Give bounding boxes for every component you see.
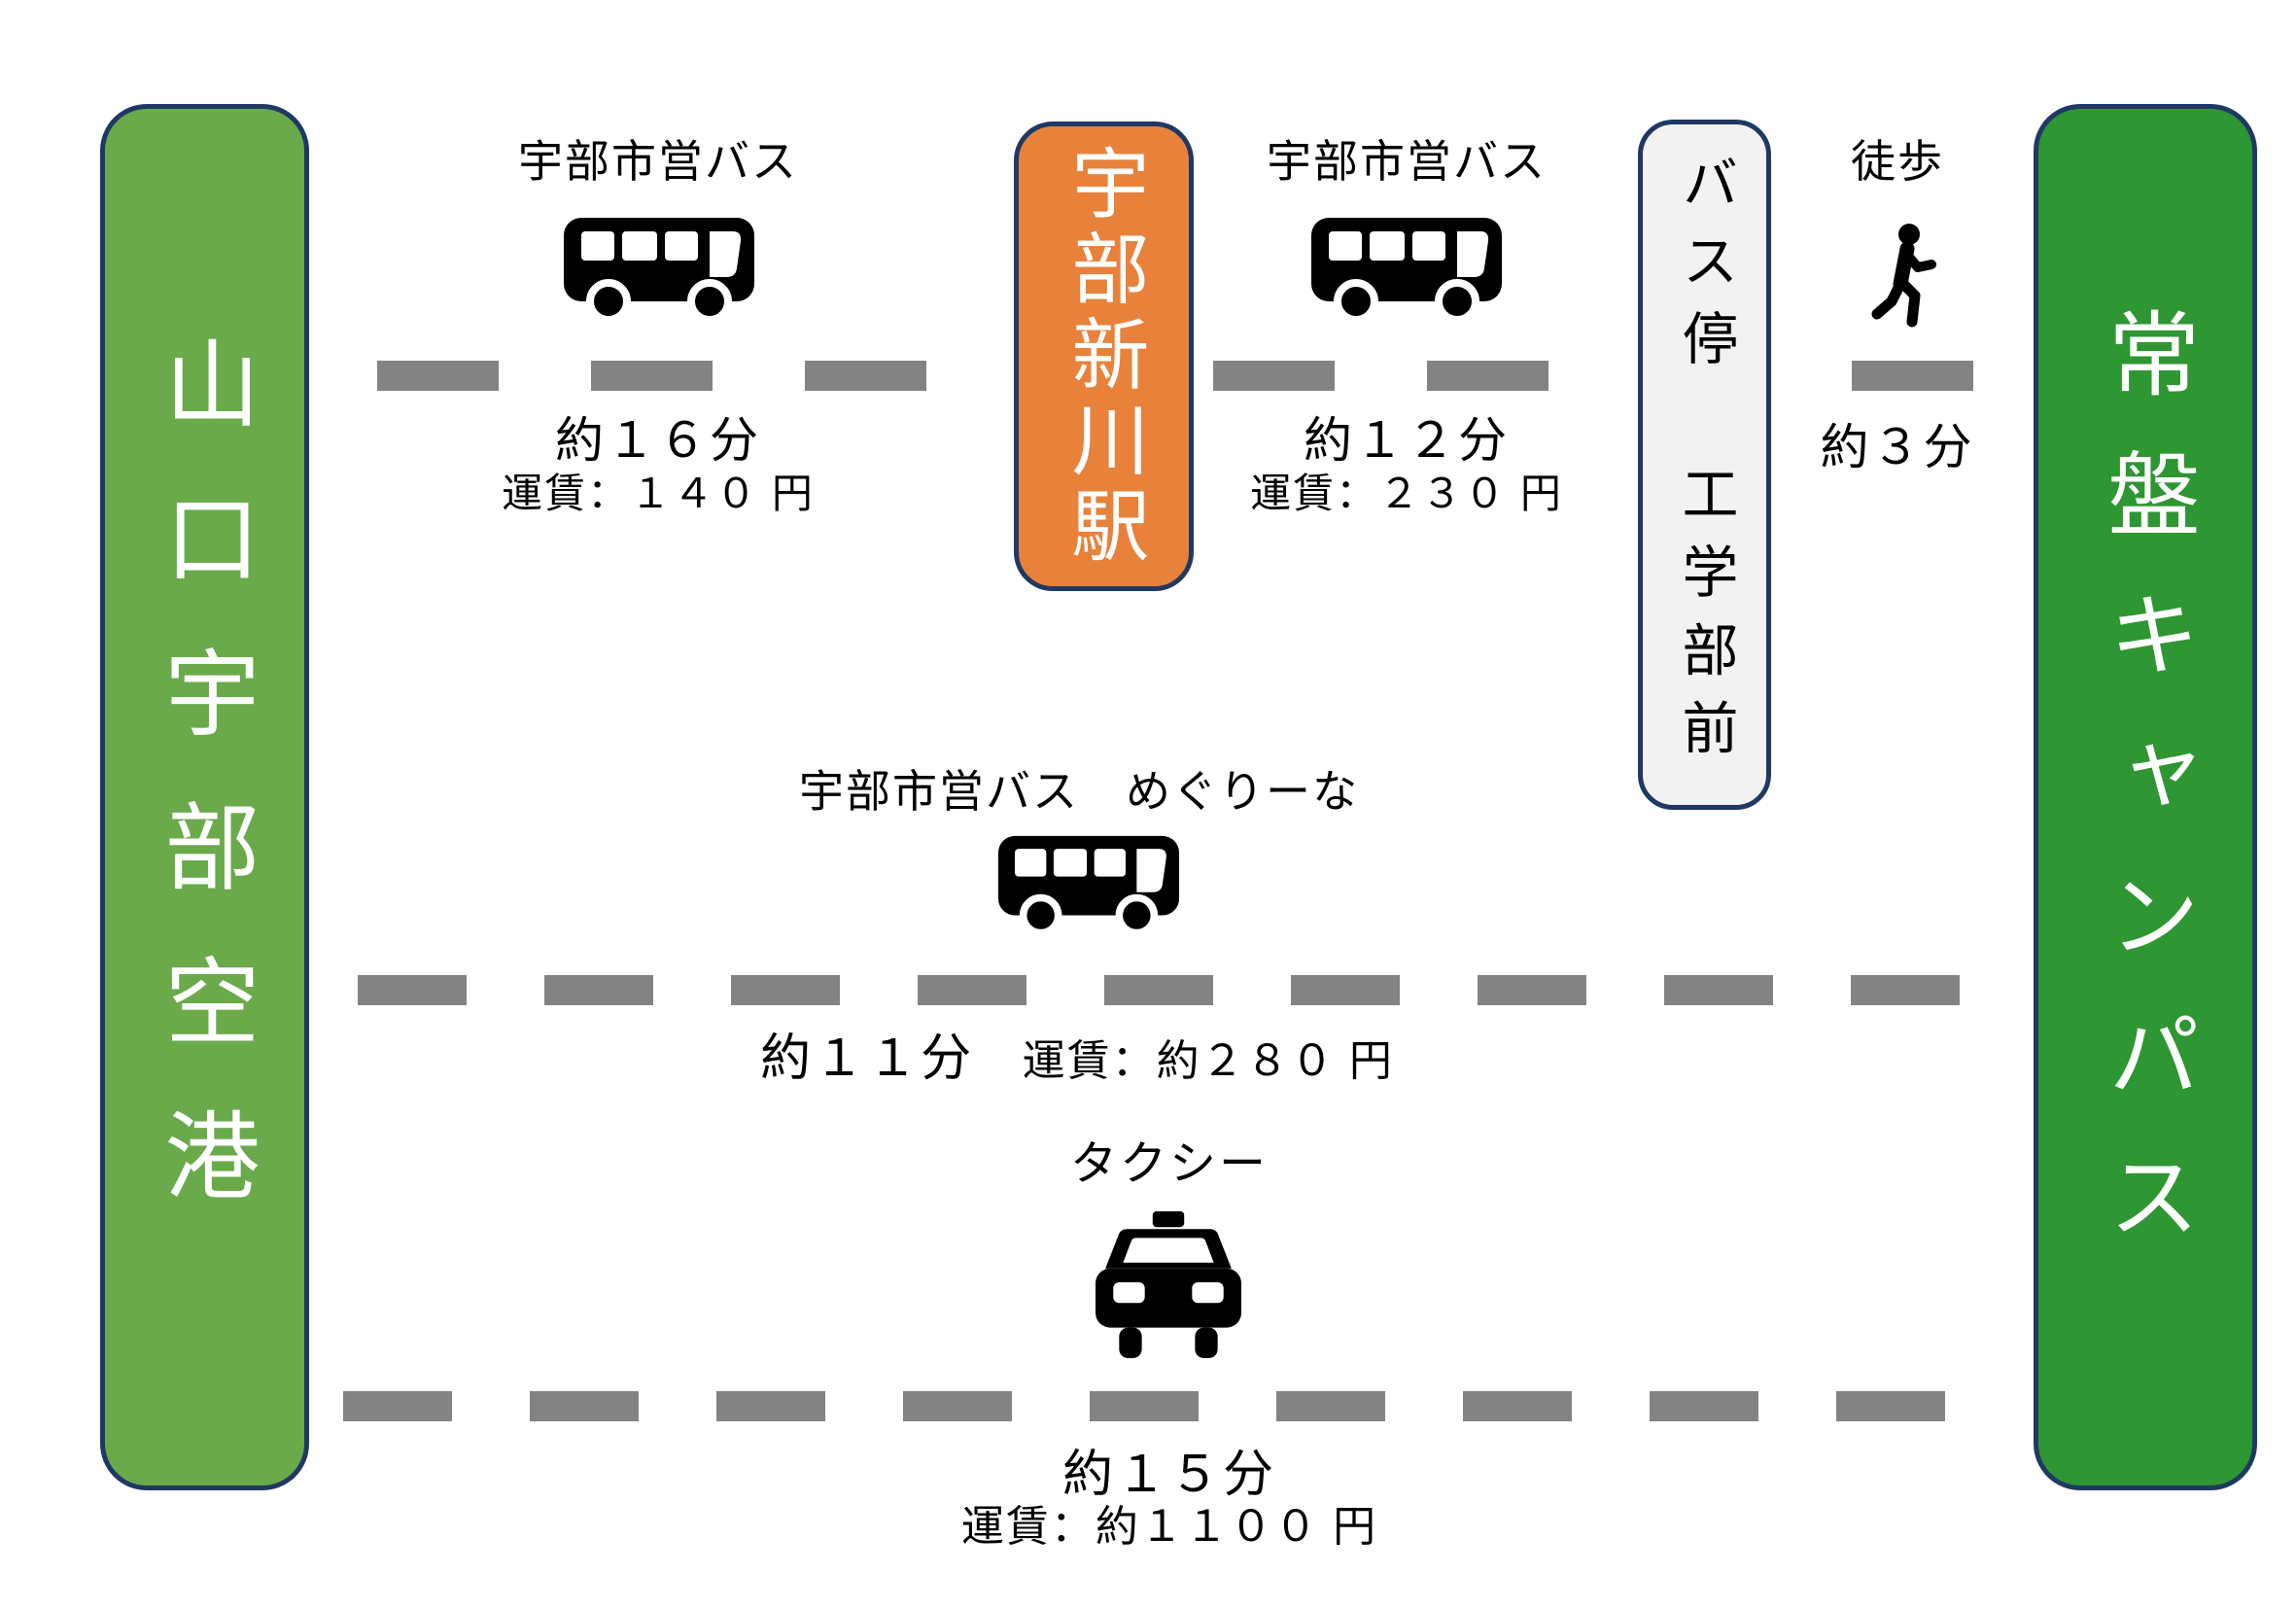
top-leg3-duration: 約３分 — [1820, 420, 1975, 474]
top-leg2-mode-label: 宇部市営バス — [1267, 136, 1547, 187]
top-route-dashed-line-1 — [377, 361, 1011, 391]
middle-route-dashed-line — [358, 975, 2032, 1005]
busstop-label: バス停 工学部前 — [1673, 153, 1737, 777]
top-route-dashed-line-2 — [1213, 361, 1638, 391]
middle-route-details: 約１１分 運賃：約２８０ 円 — [688, 1031, 1466, 1089]
top-leg1-duration: 約１６分 — [555, 413, 761, 468]
bus-icon — [1311, 218, 1502, 324]
top-leg2-fare: 運賃：２３０ 円 — [1250, 471, 1563, 516]
station-label: 宇部新川駅 — [1061, 142, 1148, 571]
waypoint-busstop-kogakubu-mae: バス停 工学部前 — [1638, 120, 1771, 810]
middle-route-duration: 約１１分 — [760, 1031, 975, 1087]
bottom-route-duration: 約１５分 — [1061, 1447, 1276, 1503]
bottom-route-dashed-line — [343, 1391, 1971, 1421]
bus-icon — [564, 218, 754, 324]
endpoint-destination-campus: 常盤キャンパス — [2034, 104, 2257, 1490]
waypoint-ube-shinkawa-station: 宇部新川駅 — [1014, 122, 1194, 591]
middle-route-mode-label: 宇部市営バス めぐりーな — [799, 766, 1359, 817]
endpoint-origin-airport: 山口宇部空港 — [100, 104, 309, 1490]
top-leg1-mode-label: 宇部市営バス — [518, 136, 798, 187]
top-leg2-duration: 約１２分 — [1304, 413, 1510, 468]
middle-route-fare: 運賃：約２８０ 円 — [1022, 1037, 1394, 1085]
origin-label: 山口宇部空港 — [151, 333, 259, 1261]
top-route-dashed-line-3 — [1852, 361, 1973, 391]
bus-icon — [997, 835, 1180, 937]
destination-label: 常盤キャンパス — [2094, 305, 2198, 1289]
bottom-route-mode-label: タクシー — [1069, 1138, 1269, 1190]
bottom-route-fare: 運賃：約１１００ 円 — [960, 1503, 1378, 1551]
top-leg1-fare: 運賃：１４０ 円 — [502, 471, 815, 516]
taxi-icon — [1096, 1211, 1241, 1358]
top-leg3-mode-label: 徒歩 — [1851, 136, 1944, 187]
walking-person-icon — [1871, 224, 1936, 328]
